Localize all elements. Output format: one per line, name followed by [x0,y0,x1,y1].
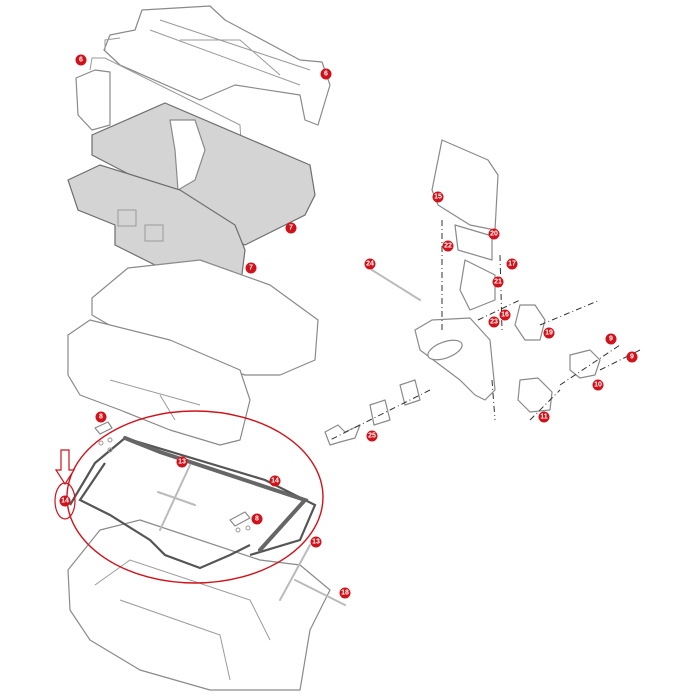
callout-16: 16 [499,309,511,321]
callout-label: 13 [312,539,320,546]
callout-25: 25 [366,430,378,442]
callout-label: 14 [271,478,279,485]
callout-label: 7 [249,265,253,272]
callout-marker [492,276,504,288]
callout-marker [488,316,500,328]
callout-label: 15 [434,194,442,201]
callout-marker [285,222,297,234]
callout-label: 11 [540,414,548,421]
callout-8: 8 [95,411,107,423]
callout-19: 19 [543,327,555,339]
callout-marker [506,258,518,270]
callout-marker [605,333,617,345]
callout-label: 22 [444,243,452,250]
down-arrow-icon [54,449,76,486]
callout-marker [320,68,332,80]
callout-label: 16 [501,312,509,319]
callout-label: 9 [630,354,634,361]
pin-18 [294,579,346,606]
callout-18: 18 [339,587,351,599]
callout-marker [499,309,511,321]
callout-10: 10 [592,379,604,391]
callout-marker [626,351,638,363]
callout-label: 18 [341,590,349,597]
callout-label: 10 [594,382,602,389]
callout-label: 19 [545,330,553,337]
top-rack [75,5,331,161]
callout-marker [269,475,281,487]
lock-assembly [324,139,641,446]
callout-marker [310,536,322,548]
callout-label: 13 [178,459,186,466]
callout-marker [251,513,263,525]
callout-9: 9 [605,333,617,345]
callout-7: 7 [245,262,257,274]
callout-marker [442,240,454,252]
callout-21: 21 [492,276,504,288]
callout-23: 23 [488,316,500,328]
callout-marker [543,327,555,339]
callout-label: 9 [609,336,613,343]
seal-14 [69,436,317,570]
callout-label: 8 [99,414,103,421]
callout-label: 23 [490,319,498,326]
lid-panel-upper [91,102,316,246]
callout-marker [176,456,188,468]
callout-marker [95,411,107,423]
callout-24: 24 [364,258,376,270]
callout-marker [366,430,378,442]
callout-label: 21 [494,279,502,286]
callout-label: 17 [508,261,516,268]
lid-shell [67,259,319,446]
callout-8: 8 [251,513,263,525]
callout-marker [245,262,257,274]
callout-14: 14 [269,475,281,487]
callout-6: 6 [75,54,87,66]
callout-marker [364,258,376,270]
callout-marker [592,379,604,391]
callout-13: 13 [176,456,188,468]
callout-7: 7 [285,222,297,234]
callout-20: 20 [488,228,500,240]
callout-15: 15 [432,191,444,203]
callout-22: 22 [442,240,454,252]
hinge-clips [94,421,251,533]
callout-label: 6 [79,57,83,64]
callout-17: 17 [506,258,518,270]
base-tub [67,519,331,691]
callout-label: 14 [61,498,69,505]
pin-upper [157,491,196,506]
callout-label: 7 [289,225,293,232]
callout-marker [488,228,500,240]
callout-marker [59,495,71,507]
callout-11: 11 [538,411,550,423]
callout-marker [75,54,87,66]
callout-label: 25 [368,433,376,440]
callout-13: 13 [310,536,322,548]
callout-14: 14 [59,495,71,507]
callout-label: 20 [490,231,498,238]
callout-label: 6 [324,71,328,78]
callout-marker [432,191,444,203]
callout-9: 9 [626,351,638,363]
callout-label: 8 [255,516,259,523]
callout-6: 6 [320,68,332,80]
strap-13b [279,544,311,601]
callout-marker [538,411,550,423]
callout-marker [339,587,351,599]
callout-label: 24 [366,261,374,268]
